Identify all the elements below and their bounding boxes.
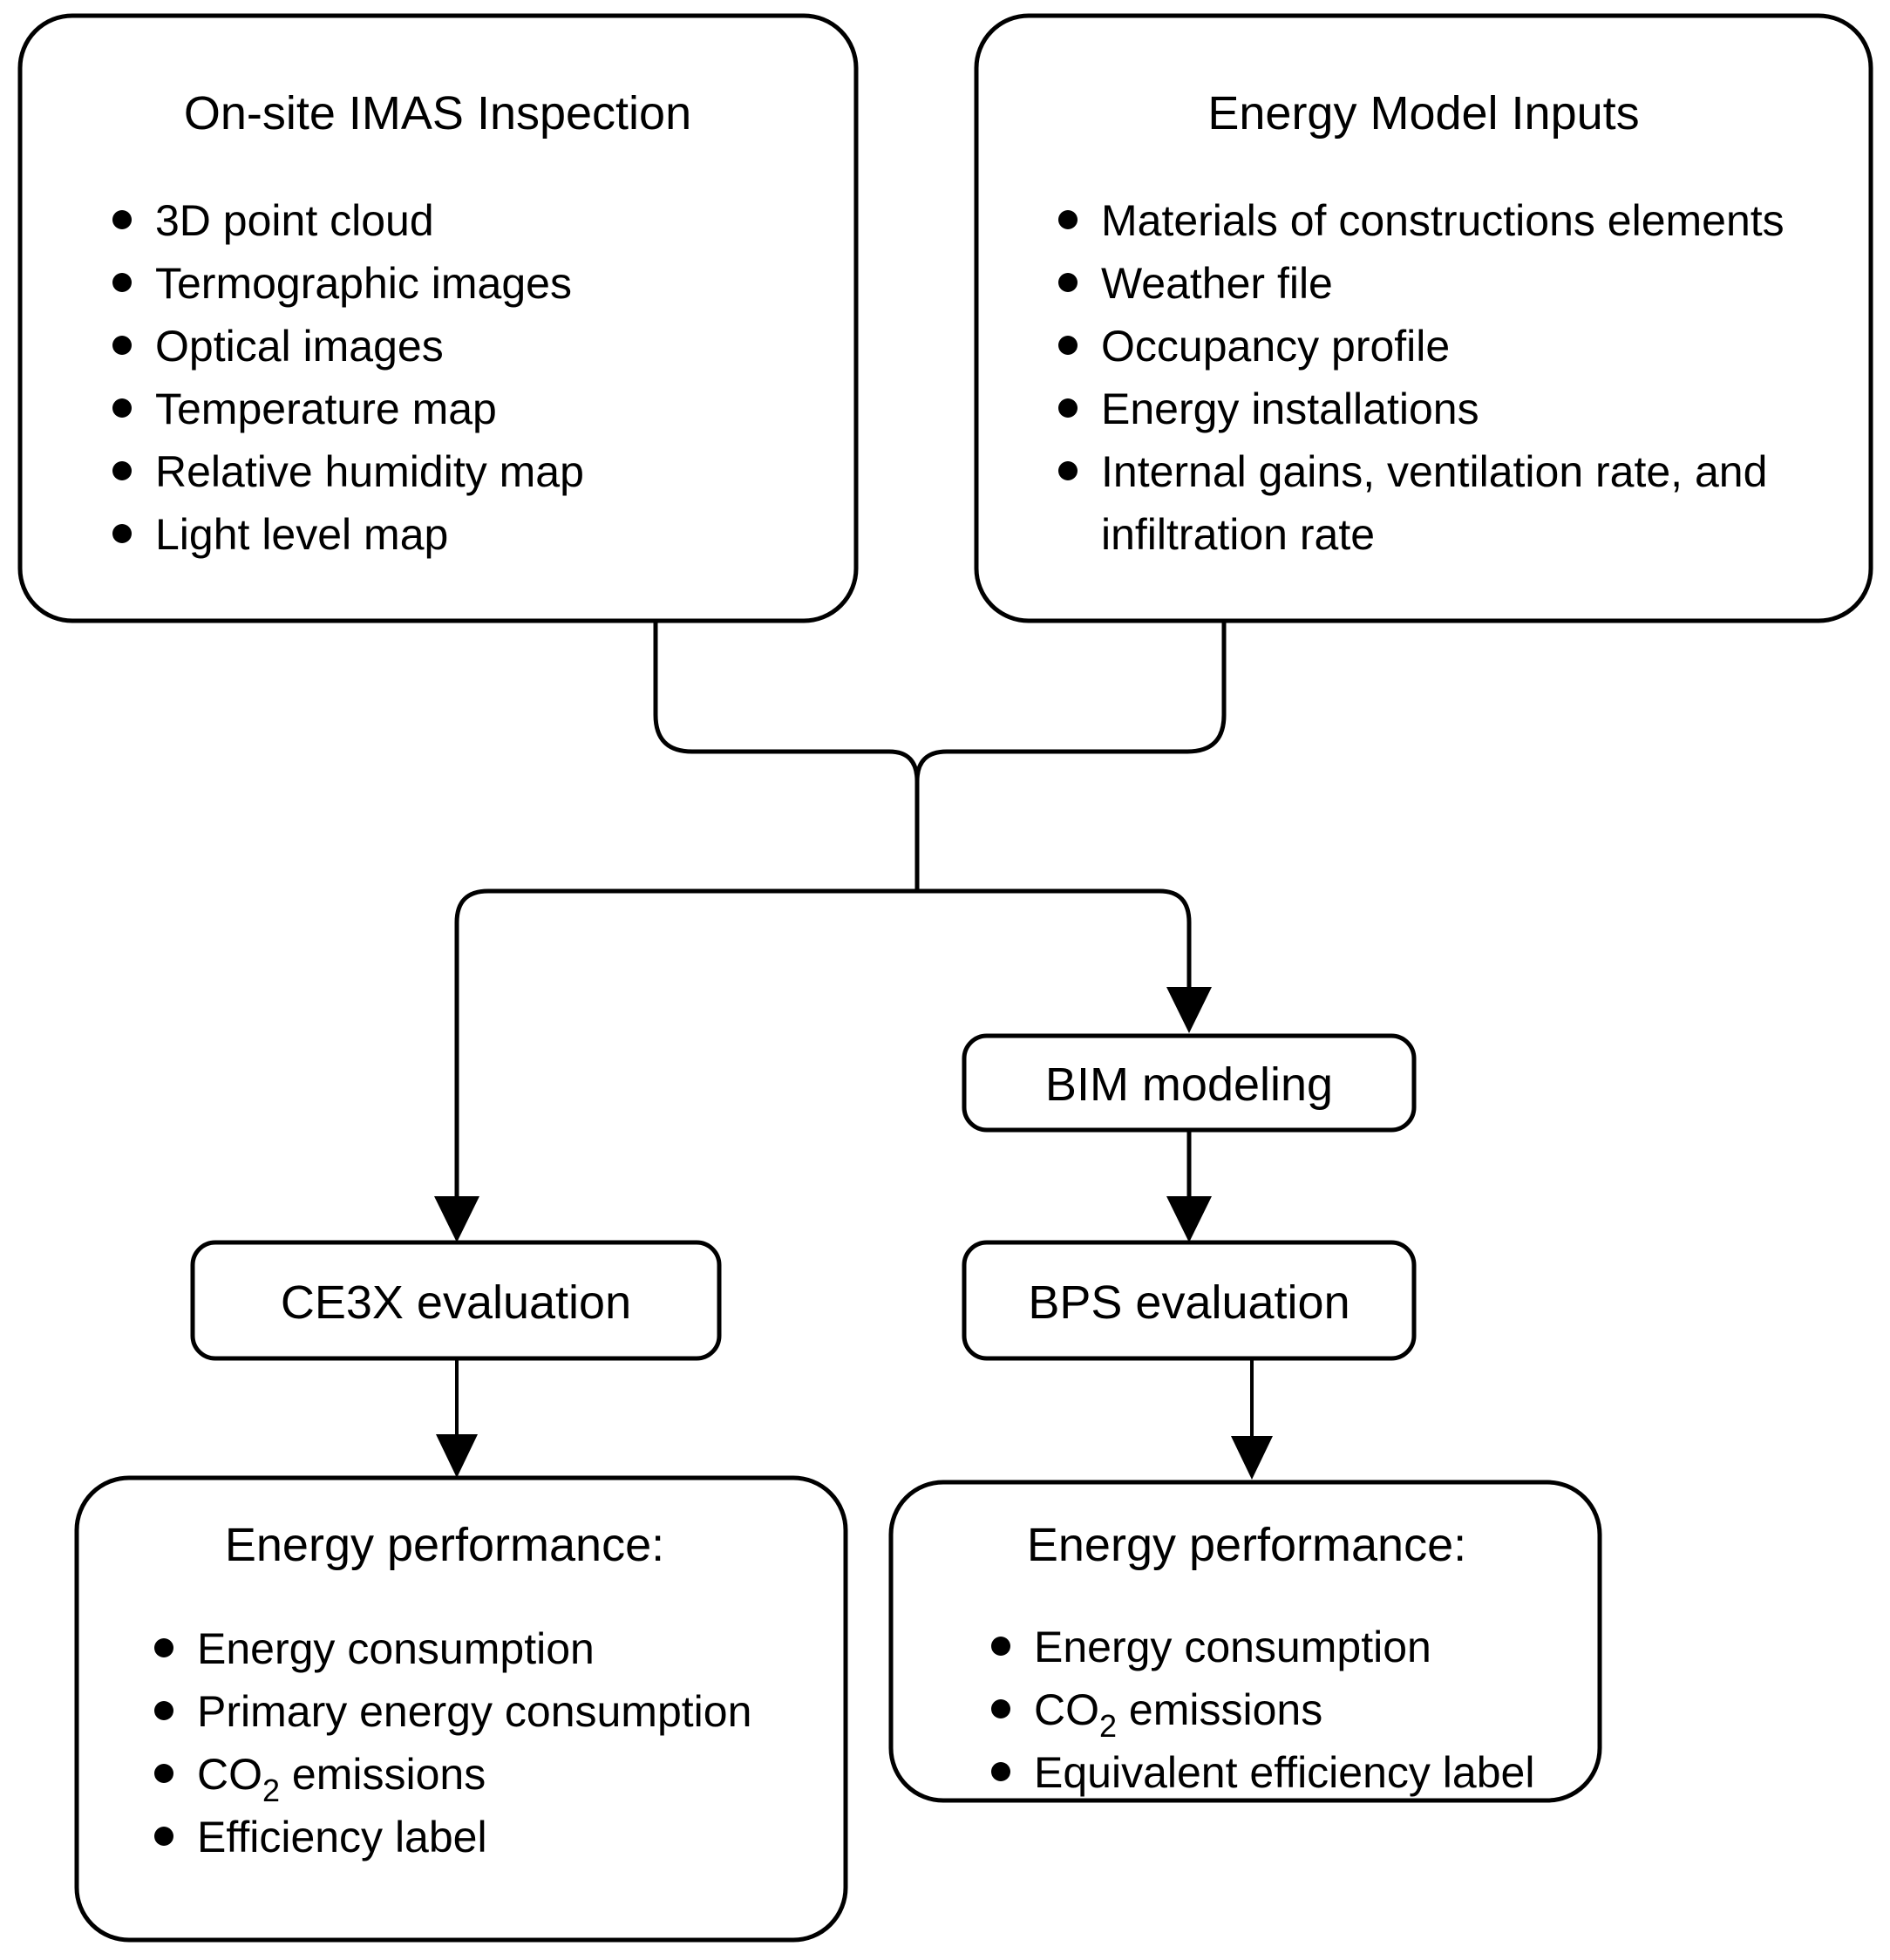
onsite-item-0: 3D point cloud: [155, 196, 434, 245]
bullet-icon: [112, 524, 132, 543]
onsite-item-4: Relative humidity map: [155, 447, 584, 496]
bps-evaluation-label: BPS evaluation: [1028, 1276, 1350, 1329]
bullet-icon: [991, 1637, 1010, 1656]
perf-bps-item-2: Equivalent efficiency label: [1034, 1748, 1534, 1797]
connector-layer: [434, 621, 1273, 1480]
arrowhead-to-ce3x: [434, 1196, 479, 1242]
arrowhead-to-performance-ce3x: [436, 1434, 478, 1478]
node-ce3x-evaluation[interactable]: CE3X evaluation: [190, 1240, 722, 1361]
bullet-icon: [154, 1701, 173, 1720]
edge-inputs-to-junction: [914, 621, 1227, 891]
bps-evaluation-box[interactable]: [962, 1240, 1417, 1361]
energy-performance-bps-box[interactable]: [888, 1480, 1602, 1803]
bullet-icon: [112, 336, 132, 355]
inputs-item-4: Internal gains, ventilation rate, and: [1101, 447, 1767, 496]
node-bps-evaluation[interactable]: BPS evaluation: [962, 1240, 1417, 1361]
onsite-item-3: Temperature map: [155, 385, 497, 433]
node-energy-model-inputs[interactable]: Energy Model Inputs Materials of constru…: [974, 13, 1873, 623]
energy-model-inputs-box[interactable]: [974, 13, 1873, 623]
bullet-icon: [1058, 398, 1078, 418]
perf-ce3x-item-2: CO2 emissions: [197, 1750, 486, 1808]
perf-bps-item-0: Energy consumption: [1034, 1623, 1431, 1671]
bullet-icon: [112, 210, 132, 229]
ce3x-evaluation-box[interactable]: [190, 1240, 722, 1361]
ce3x-evaluation-label: CE3X evaluation: [281, 1276, 631, 1329]
bullet-icon: [154, 1827, 173, 1846]
bullet-icon: [112, 273, 132, 292]
edge-junction-to-ce3x: [454, 888, 917, 1225]
edge-onsite-to-junction: [653, 621, 920, 891]
bullet-icon: [1058, 210, 1078, 229]
bullet-icon: [112, 461, 132, 480]
energy-model-inputs-title: Energy Model Inputs: [1207, 87, 1639, 140]
perf-ce3x-item-1: Primary energy consumption: [197, 1687, 751, 1736]
inputs-item-3: Energy installations: [1101, 385, 1479, 433]
node-bim-modeling[interactable]: BIM modeling: [962, 1033, 1417, 1133]
onsite-item-5: Light level map: [155, 510, 448, 559]
energy-performance-bps-title: Energy performance:: [1027, 1519, 1466, 1571]
node-energy-performance-ce3x[interactable]: Energy performance: Energy consumption P…: [74, 1475, 848, 1943]
bullet-icon: [991, 1699, 1010, 1718]
perf-ce3x-item-3: Efficiency label: [197, 1813, 487, 1861]
onsite-inspection-title: On-site IMAS Inspection: [184, 87, 691, 140]
bullet-icon: [1058, 461, 1078, 480]
node-onsite-inspection[interactable]: On-site IMAS Inspection 3D point cloud T…: [17, 13, 859, 623]
arrowhead-to-performance-bps: [1231, 1436, 1273, 1480]
perf-bps-item-1: CO2 emissions: [1034, 1685, 1322, 1744]
edge-junction-to-bim: [917, 888, 1192, 1007]
energy-performance-ce3x-box[interactable]: [74, 1475, 848, 1943]
inputs-item-1: Weather file: [1101, 259, 1333, 308]
bim-modeling-label: BIM modeling: [1045, 1058, 1333, 1111]
bullet-icon: [991, 1762, 1010, 1781]
inputs-item-0: Materials of constructions elements: [1101, 196, 1785, 245]
bullet-icon: [112, 398, 132, 418]
inputs-item-5: infiltration rate: [1101, 510, 1375, 559]
inputs-item-2: Occupancy profile: [1101, 322, 1450, 371]
energy-performance-ce3x-title: Energy performance:: [225, 1519, 664, 1571]
bullet-icon: [1058, 336, 1078, 355]
bullet-icon: [154, 1764, 173, 1783]
bullet-icon: [1058, 273, 1078, 292]
arrowhead-to-bim-modeling: [1166, 987, 1212, 1033]
onsite-item-1: Termographic images: [155, 259, 572, 308]
bullet-icon: [154, 1638, 173, 1657]
onsite-item-2: Optical images: [155, 322, 444, 371]
node-energy-performance-bps[interactable]: Energy performance: Energy consumption C…: [888, 1480, 1602, 1803]
onsite-inspection-box[interactable]: [17, 13, 859, 623]
bim-modeling-box[interactable]: [962, 1033, 1417, 1133]
perf-ce3x-item-0: Energy consumption: [197, 1624, 595, 1673]
arrowhead-to-bps: [1166, 1196, 1212, 1242]
